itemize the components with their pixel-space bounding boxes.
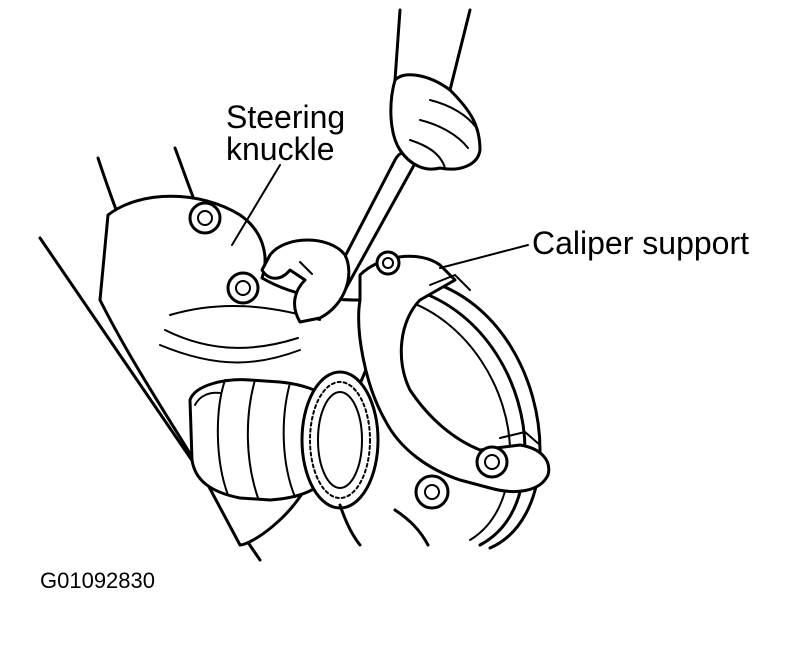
lower-bolt [414, 474, 450, 510]
brake-rotor [404, 278, 542, 550]
steering-knuckle-label-line2: knuckle [226, 131, 335, 167]
abs-tone-ring [300, 370, 380, 510]
steering-knuckle-label-line1: Steering [226, 99, 345, 135]
steering-knuckle-leader [231, 164, 281, 246]
hub-lower [338, 503, 430, 547]
figure-code: G01092830 [40, 568, 155, 593]
middle-bolt [226, 271, 260, 305]
cv-boot [188, 378, 337, 502]
knuckle-bolts [188, 201, 260, 305]
hand [389, 8, 482, 171]
leader-lines [231, 164, 529, 269]
caliper-support [357, 250, 551, 494]
upper-bolt [188, 201, 222, 235]
caliper-support-label: Caliper support [532, 225, 749, 261]
caliper-support-leader [439, 244, 529, 269]
